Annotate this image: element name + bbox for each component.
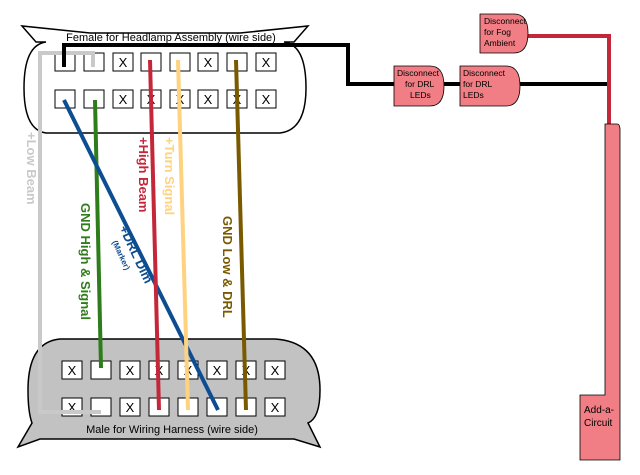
fog-box-line-2: for Fog — [484, 27, 511, 37]
pin-x-mark: X — [119, 55, 128, 70]
pin-x-mark: X — [204, 55, 213, 70]
pin-socket — [264, 397, 286, 417]
pin-x-mark: X — [204, 92, 213, 107]
male-pin-top-8: X — [264, 360, 286, 380]
fog-box-line-3: Ambient — [484, 38, 516, 48]
drl-right-box-shape — [459, 65, 521, 107]
pin-x-mark: X — [126, 400, 135, 415]
pin-x-mark: X — [126, 363, 135, 378]
high-beam-wire — [148, 59, 161, 411]
male-pin-top-1: X — [61, 360, 83, 380]
low-beam-label: +Low Beam — [24, 132, 39, 205]
turn-signal-label: +Turn Signal — [162, 137, 177, 215]
male-pin-bottom-8: X — [264, 397, 286, 417]
gnd-low-drl-wire — [234, 59, 248, 411]
pin-socket — [119, 360, 141, 380]
pin-socket — [264, 360, 286, 380]
pin-socket — [54, 89, 76, 109]
gnd-low-drl-label: GND Low & DRL — [220, 216, 235, 318]
add-a-circuit-line-1: Add-a- — [584, 405, 614, 416]
female-pin-top-6: X — [197, 52, 219, 72]
black-ground-wire — [62, 43, 394, 86]
female-pin-bottom-6: X — [197, 89, 219, 109]
pin-x-mark: X — [68, 363, 77, 378]
drl-left-line-1: Disconnect — [397, 68, 440, 78]
high-beam-label: +High Beam — [136, 137, 151, 213]
pin-x-mark: X — [271, 363, 280, 378]
pin-socket — [197, 89, 219, 109]
add-a-circuit-shape — [579, 123, 621, 461]
drl-right-line-3: LEDs — [463, 90, 484, 100]
drl-left-box-shape — [393, 65, 445, 107]
fog-box-shape — [479, 13, 529, 54]
pin-socket — [112, 52, 134, 72]
pin-socket — [112, 89, 134, 109]
fog-red-wire — [528, 34, 611, 124]
pin-socket — [119, 397, 141, 417]
fog-box-line-1: Disconnect — [484, 16, 527, 26]
female-pin-bottom-1 — [54, 89, 76, 109]
female-pin-bottom-3: X — [112, 89, 134, 109]
low-beam-wire — [38, 51, 101, 414]
male-pin-bottom-3: X — [119, 397, 141, 417]
turn-signal-wire — [176, 59, 190, 411]
female-pin-bottom-8: X — [255, 89, 277, 109]
pin-x-mark: X — [271, 400, 280, 415]
disconnect-drl-left-box: Disconnect for DRL LEDs — [393, 65, 445, 107]
pin-x-mark: X — [119, 92, 128, 107]
gnd-high-signal-wire — [93, 99, 103, 369]
drl-dim-wire — [62, 99, 220, 411]
pin-socket — [206, 360, 228, 380]
wires — [38, 34, 611, 414]
add-a-circuit-box: Add-a- Circuit — [579, 123, 621, 461]
pin-x-mark: X — [262, 92, 271, 107]
female-pin-top-3: X — [112, 52, 134, 72]
pin-x-mark: X — [262, 55, 271, 70]
female-pin-top-8: X — [255, 52, 277, 72]
male-pin-top-6: X — [206, 360, 228, 380]
drl-right-line-1: Disconnect — [463, 68, 506, 78]
disconnect-drl-right-box: Disconnect for DRL LEDs — [459, 65, 521, 107]
male-connector-label: Male for Wiring Harness (wire side) — [86, 424, 258, 436]
gnd-high-signal-label: GND High & Signal — [78, 203, 93, 320]
drl-right-line-2: for DRL — [463, 79, 493, 89]
drl-left-line-3: LEDs — [410, 90, 431, 100]
female-connector-label: Female for Headlamp Assembly (wire side) — [66, 32, 276, 44]
drl-left-line-2: for DRL — [405, 79, 435, 89]
pin-socket — [197, 52, 219, 72]
pin-socket — [255, 89, 277, 109]
wire-labels: +Low Beam GND High & Signal +DRL Dim (Ma… — [24, 132, 235, 320]
pin-socket — [61, 360, 83, 380]
disconnect-fog-box: Disconnect for Fog Ambient — [479, 13, 529, 54]
male-pin-top-3: X — [119, 360, 141, 380]
pin-x-mark: X — [213, 363, 222, 378]
pin-x-mark: X — [68, 400, 77, 415]
pin-socket — [255, 52, 277, 72]
add-a-circuit-line-2: Circuit — [584, 418, 613, 429]
